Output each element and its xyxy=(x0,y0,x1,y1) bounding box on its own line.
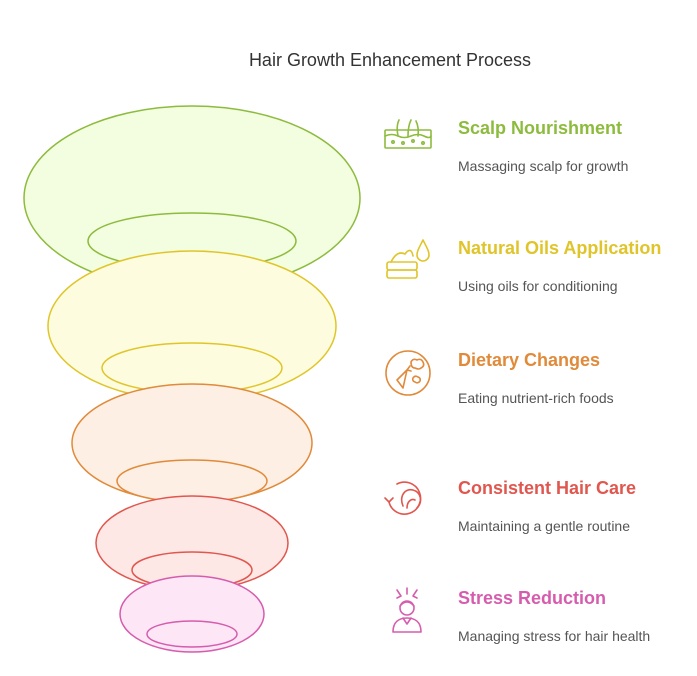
step-2-description: Using oils for conditioning xyxy=(458,278,618,294)
step-1-label: Scalp Nourishment xyxy=(458,118,623,138)
oil-jar-icon xyxy=(383,236,433,286)
stressed-person-icon xyxy=(383,586,433,636)
step-3-description: Eating nutrient-rich foods xyxy=(458,390,614,406)
hair-care-icon xyxy=(383,476,433,526)
layer-5-inner xyxy=(146,620,238,648)
funnel-layer-5 xyxy=(119,575,265,653)
food-icon xyxy=(383,348,433,398)
step-4-description: Maintaining a gentle routine xyxy=(458,518,631,534)
step-5-description: Managing stress for hair health xyxy=(458,628,651,644)
funnel-layer-1 xyxy=(23,105,361,291)
funnel-layer-3 xyxy=(71,383,313,503)
step-2-label: Natural Oils Application xyxy=(458,238,662,258)
funnel-layer-2 xyxy=(47,250,337,402)
step-3-label: Dietary Changes xyxy=(458,350,601,370)
step-dietary-changes: Dietary Changes Eating nutrient-rich foo… xyxy=(383,348,693,438)
step-1-description: Massaging scalp for growth xyxy=(458,158,629,174)
page-title: Hair Growth Enhancement Process xyxy=(248,50,532,70)
step-scalp-nourishment: Scalp Nourishment Massaging scalp for gr… xyxy=(383,116,693,206)
step-consistent-hair-care: Consistent Hair Care Maintaining a gentl… xyxy=(383,476,693,566)
scalp-icon xyxy=(383,116,433,166)
step-4-label: Consistent Hair Care xyxy=(458,478,637,498)
step-stress-reduction: Stress Reduction Managing stress for hai… xyxy=(383,586,693,676)
step-natural-oils-application: Natural Oils Application Using oils for … xyxy=(383,236,693,326)
step-5-label: Stress Reduction xyxy=(458,588,607,608)
